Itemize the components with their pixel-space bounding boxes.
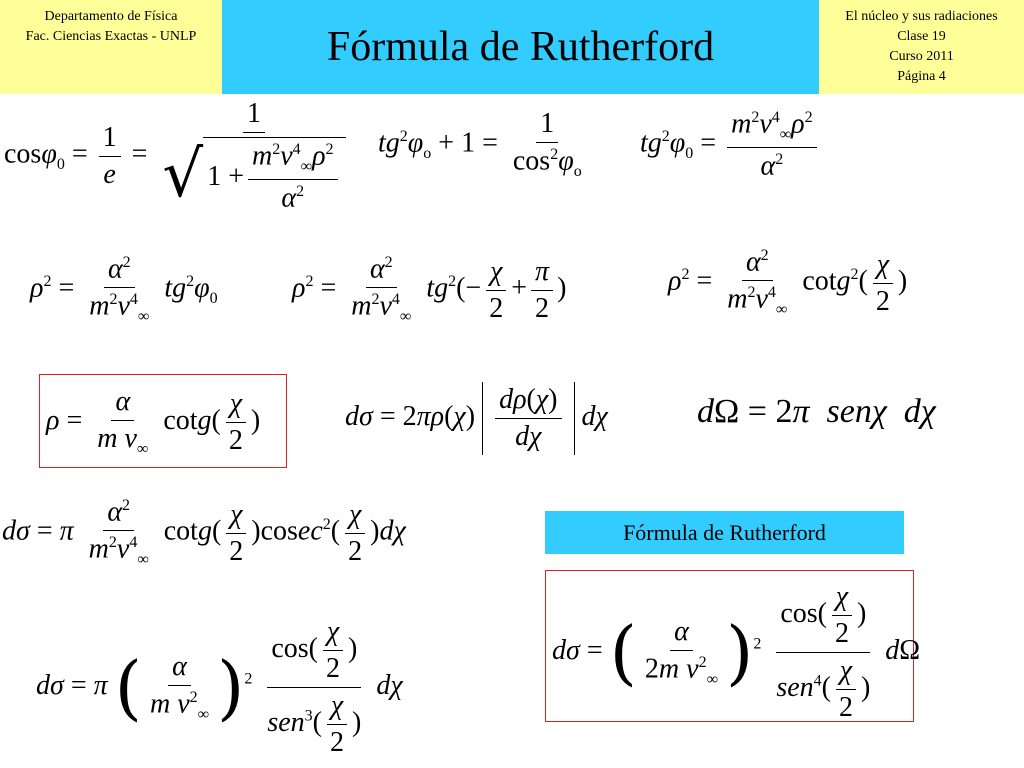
course-name: El núcleo y sus radiaciones: [845, 9, 998, 24]
rho-boxed-result: [39, 374, 287, 468]
rutherford-formula-label: Fórmula de Rutherford: [545, 511, 904, 554]
department-label: Departamento de Física: [44, 9, 178, 24]
equation-dOmega: dΩ = 2π senχ dχ: [697, 393, 936, 430]
slide-title: Fórmula de Rutherford: [222, 0, 819, 94]
page-number: Página 4: [897, 69, 946, 84]
course-year: Curso 2011: [889, 49, 954, 64]
rutherford-boxed-result: [545, 570, 914, 722]
equation-dsigma-general: dσ = 2πρ(χ) dρ(χ)dχ dχ: [345, 382, 608, 455]
header-left-panel: Departamento de Física Fac. Ciencias Exa…: [0, 0, 222, 94]
header-right-panel: El núcleo y sus radiaciones Clase 19 Cur…: [819, 0, 1024, 94]
class-number: Clase 19: [897, 29, 946, 44]
faculty-label: Fac. Ciencias Exactas - UNLP: [25, 29, 197, 44]
